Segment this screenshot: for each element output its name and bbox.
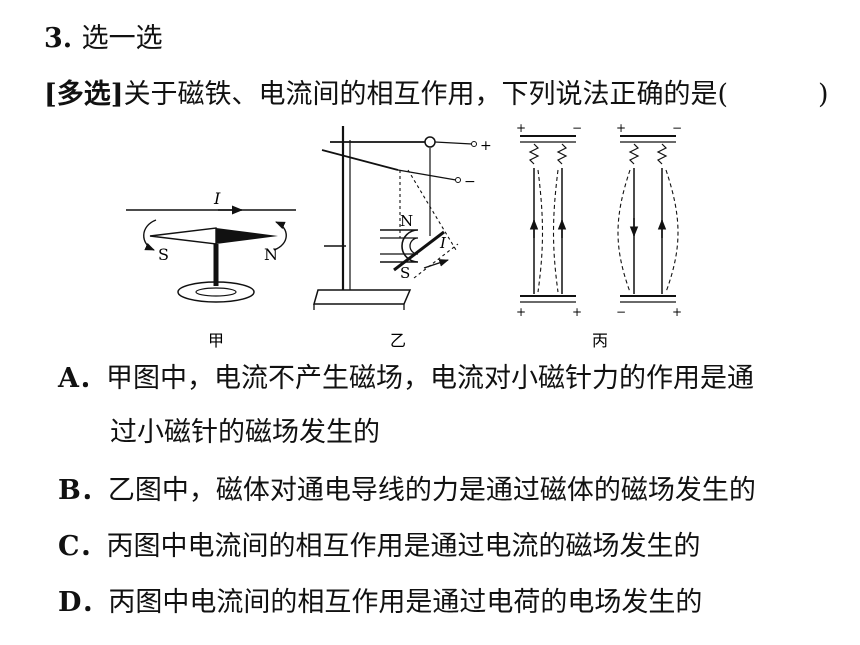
yi-pole-n: N	[400, 212, 413, 230]
stand-base-outer	[177, 281, 255, 303]
question-title: 3. 选一选	[44, 22, 163, 56]
svg-text:−: −	[616, 305, 626, 319]
option-c-letter: C．	[58, 531, 107, 562]
rotation-arrow-right-icon	[273, 221, 287, 251]
u-magnet-icon	[380, 229, 419, 263]
bing-pair-left: + − + +	[516, 121, 582, 319]
option-d[interactable]: D．丙图中电流间的相互作用是通过电荷的电场发生的	[58, 586, 702, 620]
needle-s-half	[149, 227, 217, 245]
figure-bing: + − + + + − − +	[516, 121, 682, 350]
yi-base	[313, 289, 412, 305]
rotation-arrow-left-icon	[143, 219, 157, 251]
svg-text:−: −	[672, 121, 682, 135]
physics-figure: I S N 甲 + − N S I	[126, 121, 682, 350]
answer-blank-close-paren: )	[818, 79, 829, 110]
figure-jia: I S N 甲	[126, 189, 296, 350]
svg-text:+: +	[672, 305, 682, 319]
option-a[interactable]: A．甲图中，电流不产生磁场，电流对小磁针力的作用是通	[58, 362, 754, 396]
yi-current-label: I	[439, 234, 447, 252]
question-number: 3.	[44, 23, 73, 54]
jia-caption: 甲	[208, 331, 224, 350]
option-b-letter: B．	[58, 475, 108, 506]
needle-n-half	[216, 228, 278, 244]
yi-pivot	[424, 136, 436, 148]
option-c[interactable]: C．丙图中电流间的相互作用是通过电流的磁场发生的	[58, 530, 701, 564]
svg-text:+: +	[572, 305, 582, 319]
figure-yi: + − N S I 乙	[313, 126, 492, 350]
svg-text:+: +	[616, 121, 626, 135]
option-d-text: 丙图中电流间的相互作用是通过电荷的电场发生的	[108, 587, 703, 618]
option-a-letter: A．	[58, 363, 106, 394]
question-stem-text: 关于磁铁、电流间的相互作用，下列说法正确的是(	[123, 79, 729, 110]
multi-select-tag: [多选]	[44, 79, 124, 110]
question-title-text: 选一选	[81, 23, 163, 54]
option-b-text: 乙图中，磁体对通电导线的力是通过磁体的磁场发生的	[107, 475, 756, 506]
yi-plus: +	[480, 138, 492, 154]
jia-pole-n: N	[264, 245, 278, 264]
jia-pole-s: S	[158, 245, 169, 264]
bing-pair-right: + − − +	[616, 121, 682, 319]
jia-current-label: I	[213, 189, 221, 208]
yi-wire-segment	[393, 230, 445, 272]
bing-caption: 丙	[592, 331, 608, 350]
yi-pole-s: S	[400, 264, 410, 282]
option-d-letter: D．	[58, 587, 109, 618]
question-stem: [多选]关于磁铁、电流间的相互作用，下列说法正确的是(	[44, 78, 728, 112]
option-c-text: 丙图中电流间的相互作用是通过电流的磁场发生的	[106, 531, 701, 562]
svg-text:+: +	[516, 305, 526, 319]
yi-minus: −	[464, 174, 476, 190]
svg-text:+: +	[516, 121, 526, 135]
yi-caption: 乙	[390, 331, 406, 350]
option-b[interactable]: B．乙图中，磁体对通电导线的力是通过磁体的磁场发生的	[58, 474, 756, 508]
svg-text:−: −	[572, 121, 582, 135]
option-a-continuation: 过小磁针的磁场发生的	[110, 417, 380, 448]
stand-base-inner	[195, 287, 237, 297]
option-a-text: 甲图中，电流不产生磁场，电流对小磁针力的作用是通	[105, 363, 754, 394]
